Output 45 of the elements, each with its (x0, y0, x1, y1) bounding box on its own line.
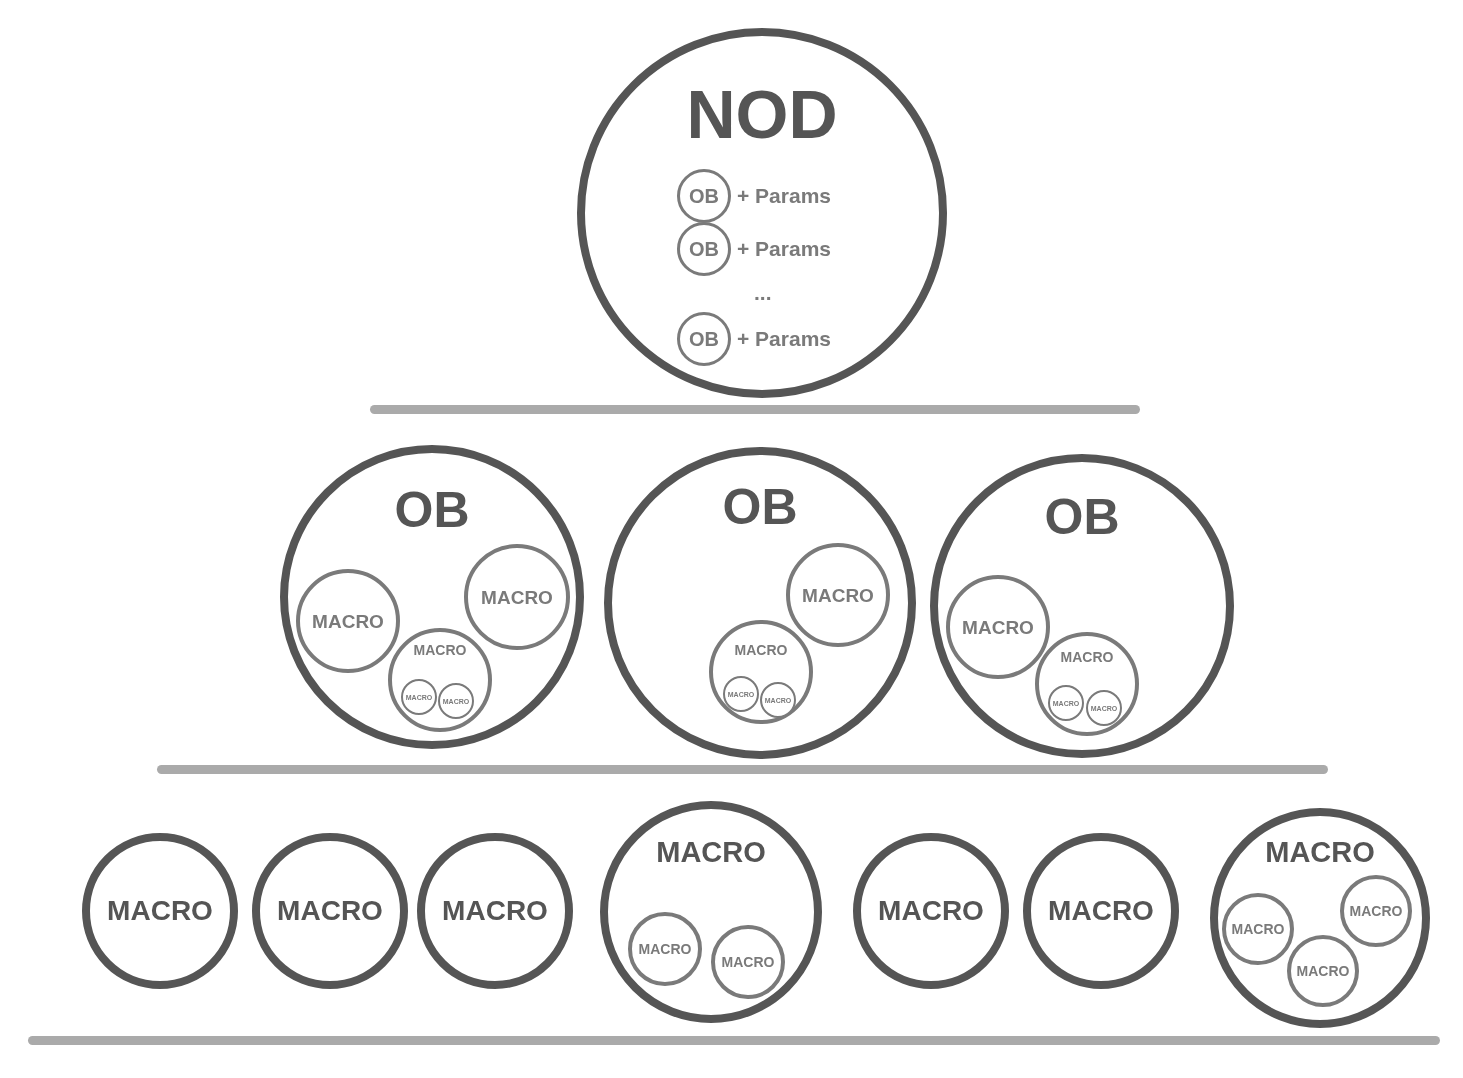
circle-node (946, 575, 1050, 679)
node-label: OB (393, 485, 471, 535)
node-label: MACRO (480, 587, 554, 607)
circle-node (677, 222, 731, 276)
circle-node (1340, 875, 1412, 947)
node-label: MACRO (1348, 904, 1404, 918)
node-label: MACRO (1295, 964, 1351, 978)
node-label: MACRO (877, 897, 985, 925)
circle-node (388, 628, 492, 732)
node-label: MACRO (801, 585, 875, 605)
ellipsis-text: ... (754, 282, 772, 303)
node-label: MACRO (276, 897, 384, 925)
node-label: MACRO (1059, 650, 1115, 664)
node-label: MACRO (733, 643, 789, 657)
circle-node (401, 679, 437, 715)
circle-node (296, 569, 400, 673)
node-label: MACRO (441, 897, 549, 925)
params-label: + Params (737, 185, 831, 206)
node-label: MACRO (720, 955, 776, 969)
node-label: OB (688, 329, 720, 349)
circle-node (723, 676, 759, 712)
node-label: MACRO (637, 942, 693, 956)
circle-node (677, 169, 731, 223)
node-label: MACRO (412, 643, 468, 657)
node-label: OB (721, 482, 799, 532)
node-label: MACRO (1264, 838, 1376, 867)
node-label: OB (1043, 492, 1121, 542)
node-label: MACRO (106, 897, 214, 925)
circle-node (438, 683, 474, 719)
node-label: OB (688, 239, 720, 259)
circle-node (1287, 935, 1359, 1007)
circle-node (760, 682, 796, 718)
circle-node (1086, 690, 1122, 726)
node-label: MACRO (1230, 922, 1286, 936)
params-label: + Params (737, 328, 831, 349)
node-label: MACRO (655, 838, 767, 867)
circle-node (677, 312, 731, 366)
node-label: NOD (685, 80, 839, 148)
node-label: MACRO (311, 611, 385, 631)
node-label: MACRO (961, 617, 1035, 637)
circle-node (1222, 893, 1294, 965)
params-label: + Params (737, 238, 831, 259)
node-label: MACRO (1047, 897, 1155, 925)
circle-node (1048, 685, 1084, 721)
node-label: OB (688, 186, 720, 206)
